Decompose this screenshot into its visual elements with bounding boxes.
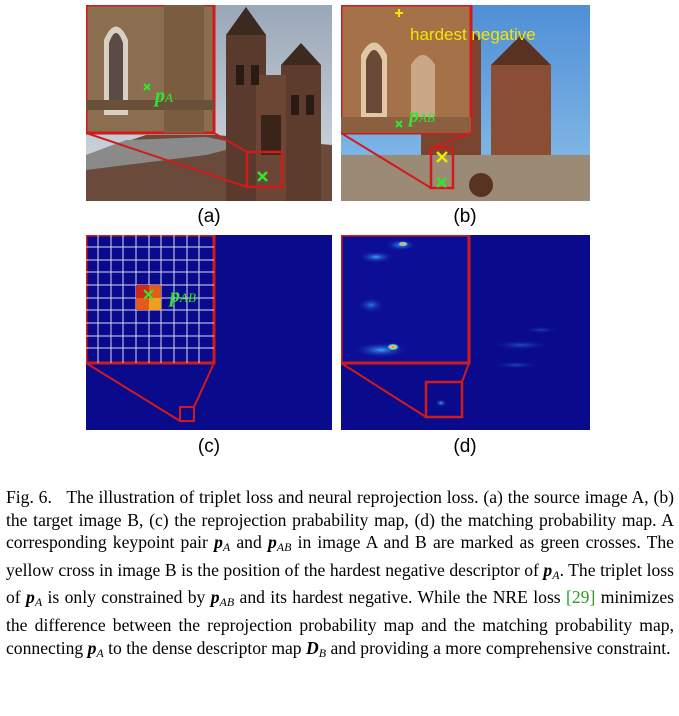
panel-b-label: (b) xyxy=(453,206,477,227)
keypoint-ab-inset xyxy=(395,120,403,128)
keypoint-ab-small xyxy=(436,177,447,188)
hardest-negative-marker-inset xyxy=(395,9,403,17)
keypoint-c-marker xyxy=(143,289,154,300)
keypoint-a-inset xyxy=(143,83,151,91)
reprojection-probability-map xyxy=(86,235,332,430)
figure-caption: Fig. 6. The illustration of triplet loss… xyxy=(6,487,674,660)
panel-a-source-image: pA xyxy=(86,5,332,201)
panel-a-label: (a) xyxy=(197,206,221,227)
hardest-negative-label: hardest negative xyxy=(410,25,536,44)
panel-d-label: (d) xyxy=(453,436,477,457)
keypoint-a-small xyxy=(257,171,268,182)
source-image-a xyxy=(86,5,332,201)
keypoint-ab-label-c: pAB xyxy=(170,285,196,307)
hardest-negative-marker-small xyxy=(436,151,448,163)
keypoint-a-label: pA xyxy=(155,85,173,107)
figure-number: Fig. 6. xyxy=(6,487,52,507)
citation-link[interactable]: [29] xyxy=(566,587,596,608)
keypoint-ab-label-b: pAB xyxy=(409,105,435,127)
panel-c-reprojection-map: pAB xyxy=(86,235,332,430)
panel-c-label: (c) xyxy=(197,436,221,457)
panel-d-matching-map xyxy=(341,235,590,430)
panel-b-target-image: hardest negative pAB xyxy=(341,5,590,201)
matching-probability-map xyxy=(341,235,590,430)
target-image-b xyxy=(341,5,590,201)
